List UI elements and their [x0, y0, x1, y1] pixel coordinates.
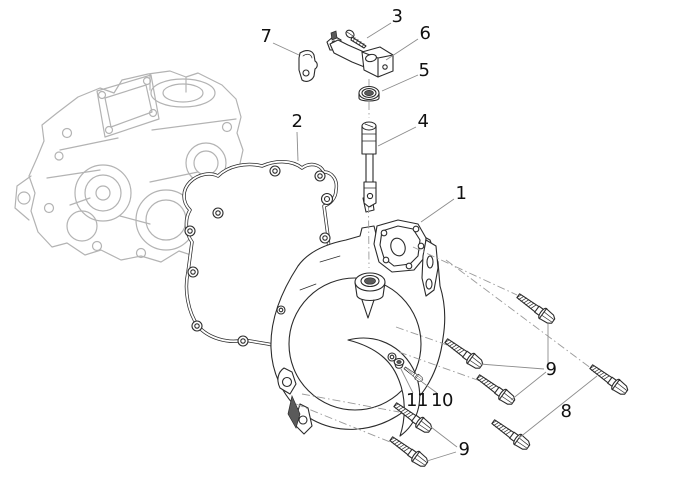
clutch-release-lever-drawing [326, 30, 394, 78]
retainer-bracket-drawing [298, 50, 318, 82]
adjuster-screw-drawing [345, 29, 367, 49]
nut-11-icon [393, 358, 405, 369]
screw-8-icon [489, 416, 533, 453]
callout-7: 7 [260, 26, 272, 47]
callout-3: 3 [391, 6, 403, 27]
cover-screws-drawing [387, 290, 631, 470]
callout-1: 1 [455, 183, 467, 204]
callout-leader-lines [272, 22, 598, 462]
screw-9-icon [474, 371, 518, 408]
screw-9-icon [442, 335, 486, 372]
screw-8-icon [587, 361, 631, 398]
callout-4: 4 [417, 111, 429, 132]
seal-bushing-drawing [358, 85, 380, 102]
callout-8: 8 [560, 401, 572, 422]
callout-6: 6 [419, 23, 431, 44]
clutch-pushrod-drawing [361, 121, 377, 208]
screw-9-icon [387, 433, 431, 470]
callout-9-bottom: 9 [458, 439, 470, 460]
callout-11: 11 [406, 390, 428, 411]
callout-2: 2 [291, 111, 303, 132]
clutch-cover-drawing [270, 195, 446, 437]
screw-9-icon [514, 290, 558, 327]
callout-9-right: 9 [545, 359, 557, 380]
callout-5: 5 [418, 60, 430, 81]
callout-10: 10 [431, 390, 453, 411]
assembly-centerlines [295, 79, 597, 445]
